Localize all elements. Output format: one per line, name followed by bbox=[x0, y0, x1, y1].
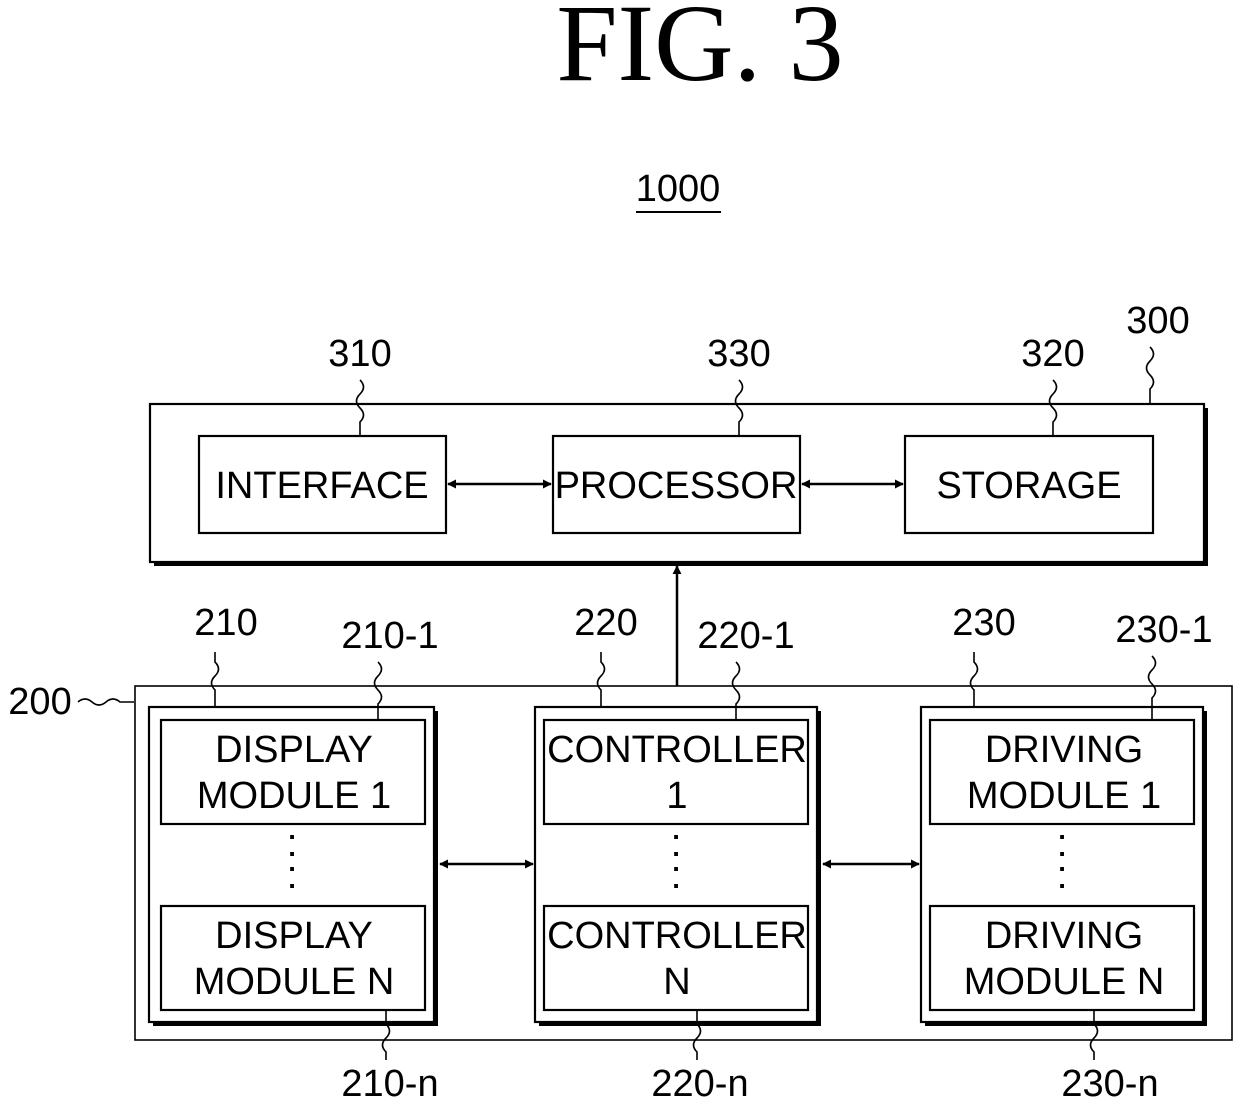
top-unit-lead bbox=[1147, 347, 1154, 405]
system-ref: 1000 bbox=[636, 168, 721, 210]
controller-last-ref: 220-n bbox=[651, 1063, 748, 1101]
display-first-ref: 210-1 bbox=[341, 615, 438, 657]
driving-first-ref: 230-1 bbox=[1115, 609, 1212, 651]
display-last-ref: 210-n bbox=[341, 1063, 438, 1101]
bottom-unit-ref: 200 bbox=[8, 681, 71, 723]
top-unit-ref: 300 bbox=[1126, 300, 1189, 342]
display-module-1-line1: DISPLAY bbox=[215, 729, 373, 771]
bottom-unit-lead bbox=[78, 699, 134, 705]
storage-ref: 320 bbox=[1021, 333, 1084, 375]
figure-title: FIG. 3 bbox=[556, 0, 843, 104]
display-module-n-line1: DISPLAY bbox=[215, 915, 373, 957]
driving-ellipsis-2: : bbox=[1056, 853, 1067, 897]
controller-first-ref: 220-1 bbox=[697, 615, 794, 657]
driving-module-1-line1: DRIVING bbox=[985, 729, 1143, 771]
driving-module-n-line2: MODULE N bbox=[964, 961, 1165, 1003]
storage-label: STORAGE bbox=[936, 465, 1121, 507]
driving-module-1-line2: MODULE 1 bbox=[967, 775, 1161, 817]
driving-module-n-line1: DRIVING bbox=[985, 915, 1143, 957]
controller-1-line1: CONTROLLER bbox=[547, 729, 807, 771]
controller-group-ref: 220 bbox=[574, 602, 637, 644]
controller-n-line1: CONTROLLER bbox=[547, 915, 807, 957]
display-module-1-line2: MODULE 1 bbox=[197, 775, 391, 817]
driving-last-ref: 230-n bbox=[1061, 1063, 1158, 1101]
display-ellipsis-2: : bbox=[286, 853, 297, 897]
interface-label: INTERFACE bbox=[215, 465, 428, 507]
display-module-n-line2: MODULE N bbox=[194, 961, 395, 1003]
controller-1-line2: 1 bbox=[666, 775, 687, 817]
interface-ref: 310 bbox=[328, 333, 391, 375]
driving-group-ref: 230 bbox=[952, 602, 1015, 644]
display-group-ref: 210 bbox=[194, 602, 257, 644]
processor-label: PROCESSOR bbox=[555, 465, 798, 507]
controller-n-line2: N bbox=[663, 961, 690, 1003]
processor-ref: 330 bbox=[707, 333, 770, 375]
controller-ellipsis-2: : bbox=[670, 853, 681, 897]
